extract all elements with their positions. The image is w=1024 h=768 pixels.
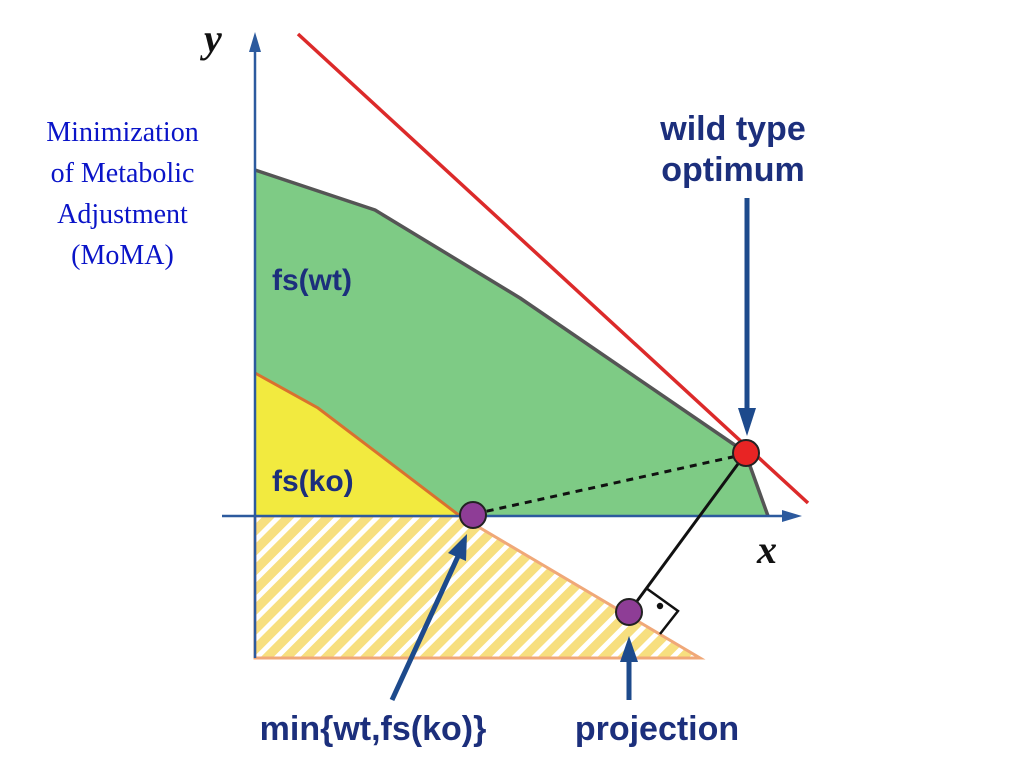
wild-type-optimum-label-line-2: optimum [661, 151, 805, 189]
title-line-4: (MoMA) [71, 240, 174, 271]
right-angle-dot [656, 602, 664, 610]
wild-type-boundary [254, 168, 770, 517]
min-arrow-shaft [389, 550, 463, 702]
knockout-region [255, 373, 460, 516]
projection-point [615, 598, 643, 626]
wild-type-region [255, 170, 768, 516]
objective-line [296, 32, 810, 505]
projection-label: projection [575, 710, 739, 748]
knockout-region-label: fs(ko) [272, 465, 354, 498]
x-axis-label: x [756, 527, 777, 572]
title-line-1: Minimization [46, 117, 199, 148]
wild-type-optimum-label-line-1: wild type [659, 110, 805, 148]
title-line-3: Adjustment [57, 199, 188, 230]
slide-title: Minimization of Metabolic Adjustment (Mo… [20, 112, 225, 276]
projection-arrow-head [620, 636, 638, 662]
knockout-boundary [254, 371, 461, 518]
projection-line [627, 452, 748, 613]
wild-type-optimum-point [732, 439, 760, 467]
y-axis-arrowhead [249, 32, 261, 52]
y-axis-label: y [200, 16, 222, 61]
title-line-2: of Metabolic [50, 158, 195, 189]
x-axis-arrowhead [782, 510, 802, 522]
min-arrow-head [448, 534, 467, 561]
min-knockout-point [459, 501, 487, 529]
min-point-label: min{wt,fs(ko)} [260, 710, 487, 748]
wild-type-region-label: fs(wt) [272, 264, 352, 297]
hatched-region [253, 514, 706, 660]
right-angle-marker [645, 586, 680, 635]
optimum-arrow-head [738, 408, 756, 436]
